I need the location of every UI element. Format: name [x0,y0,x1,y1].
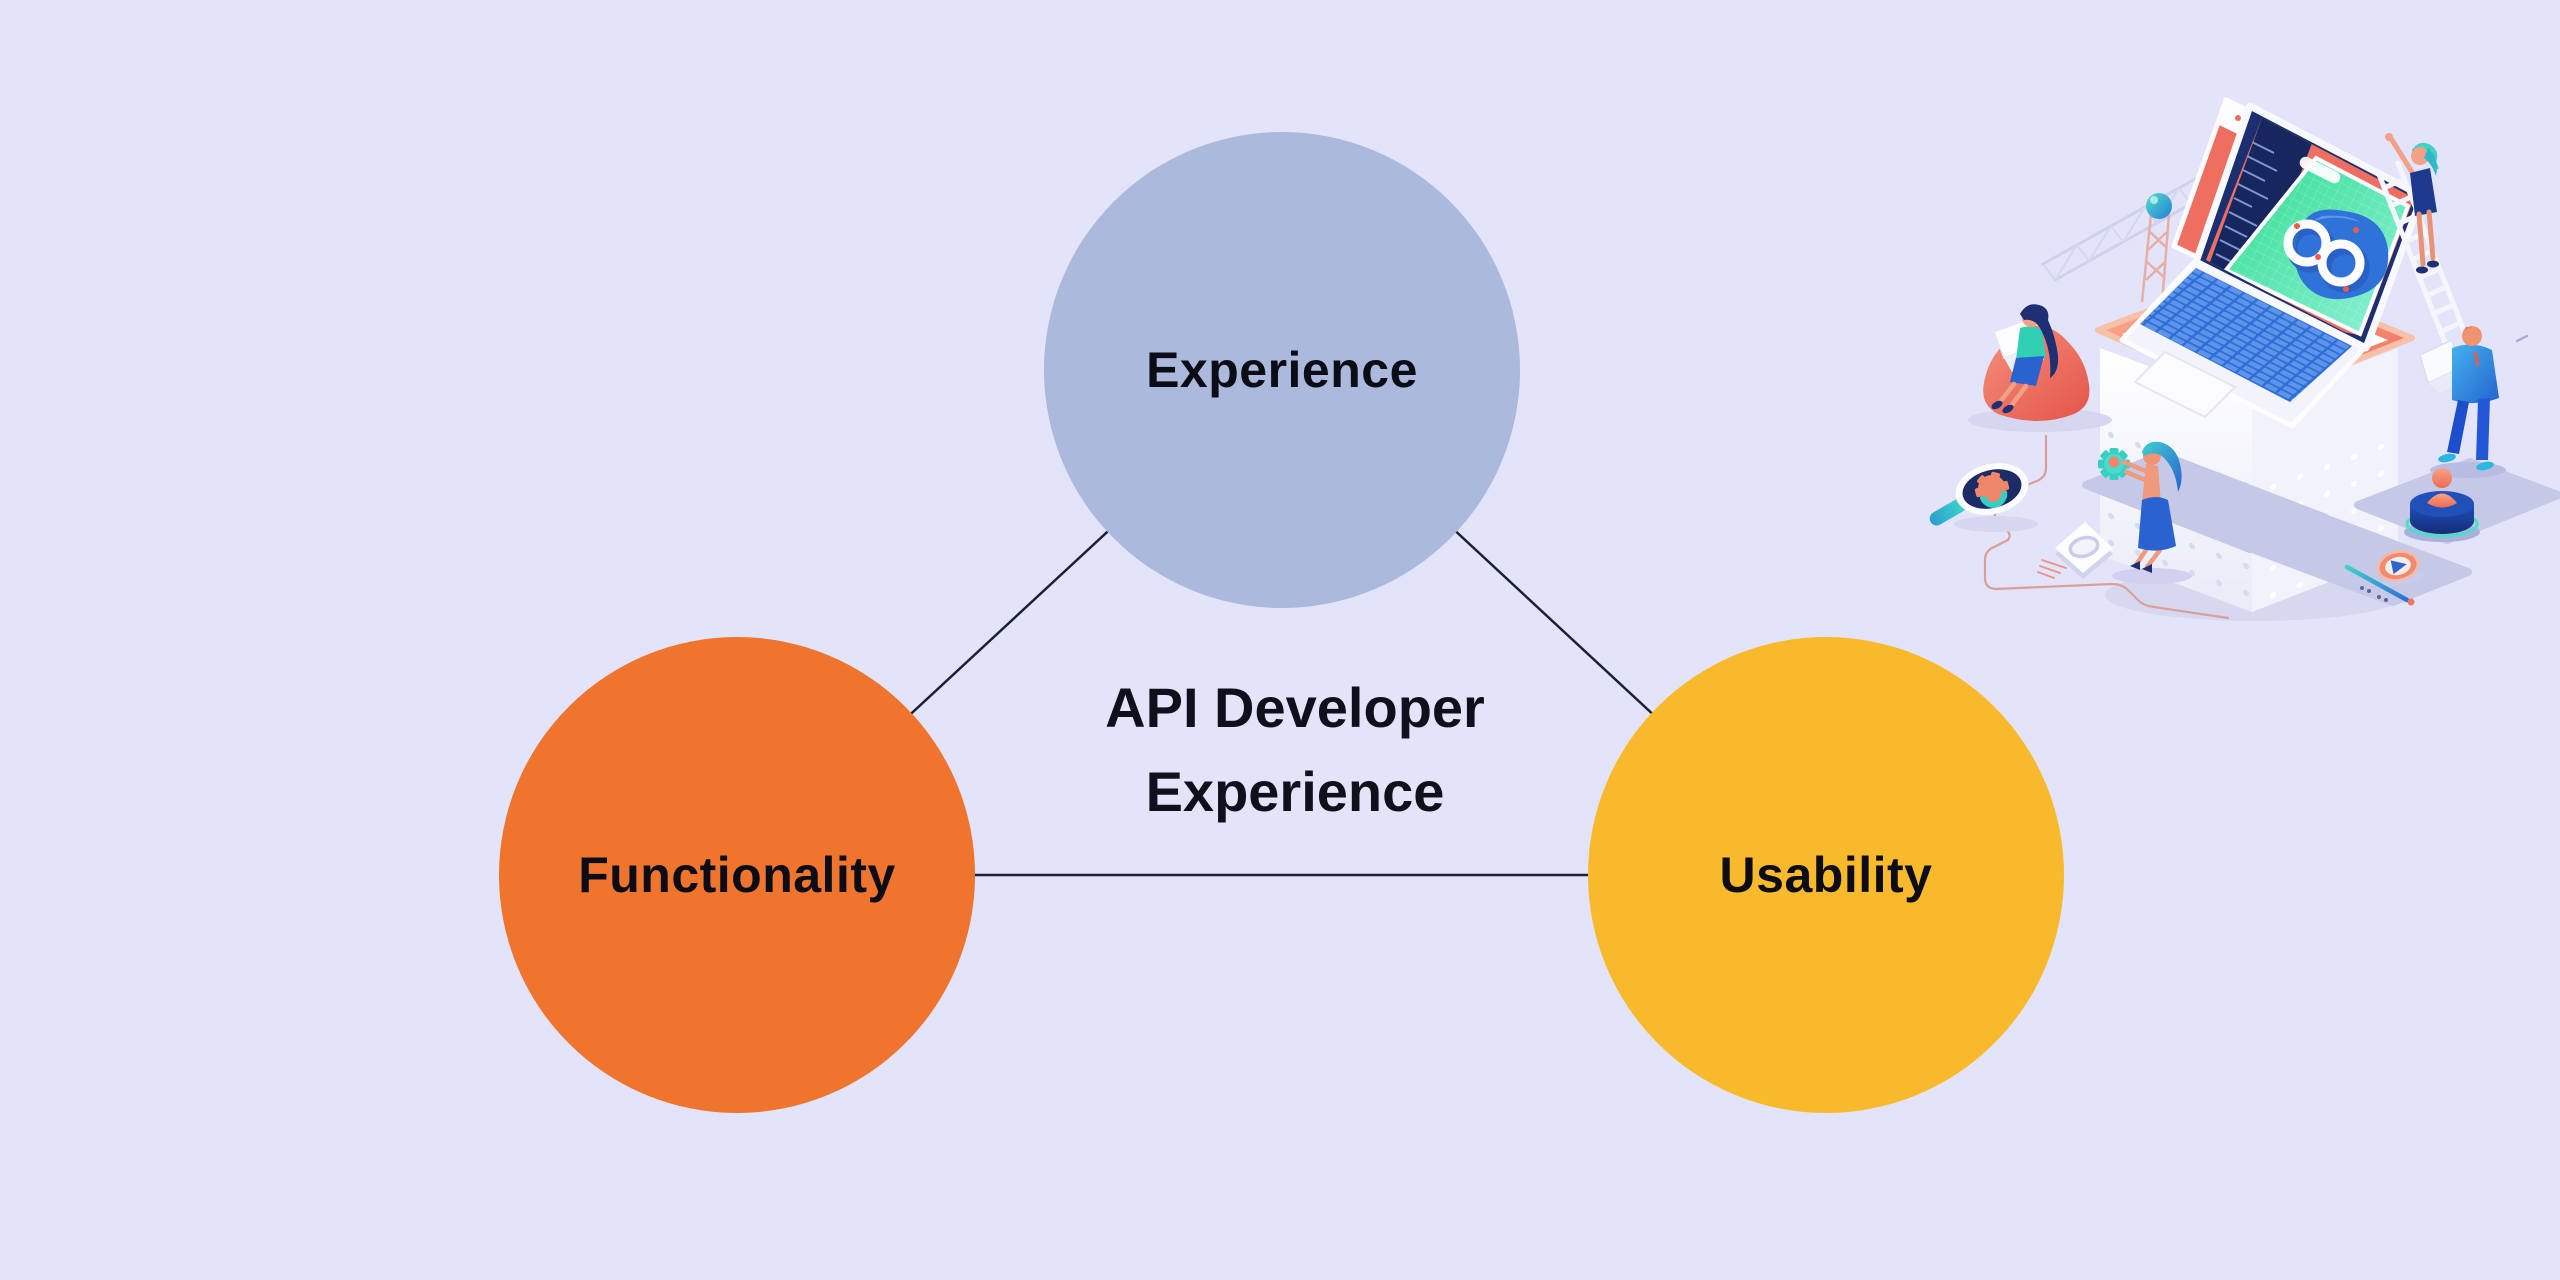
crane-ball [2146,193,2172,219]
node-experience: Experience [1044,132,1520,608]
woman-holding-gear [2098,441,2192,584]
woman-on-ladder [2385,133,2439,274]
diagram-title-line2: Experience [1145,760,1445,823]
pencil-icon [2344,564,2415,606]
api-development-illustration [1929,97,2560,621]
laptop-icon [2119,102,2426,429]
laptop-keyboard [2119,255,2371,429]
diagram-title-line1: API Developer [1105,676,1485,739]
search-pill-icon [2299,156,2341,184]
sidebar-menu-lines [2215,141,2278,264]
trackpad [2133,350,2237,419]
diagram-title: API Developer Experience [1105,666,1485,834]
user-button-icon [2404,468,2480,542]
node-usability: Usability [1588,637,2064,1113]
play-coin-icon [2376,550,2425,586]
node-functionality-label: Functionality [578,847,896,903]
sparkle-tick [2515,334,2529,343]
man-with-laptop [2419,326,2499,471]
woman-on-beanbag [1968,304,2112,432]
node-experience-label: Experience [1146,342,1418,398]
node-functionality: Functionality [499,637,975,1113]
devops-infinity-icon [2283,209,2389,300]
magnifier-gear-icon [1929,463,2038,532]
document-tile-icon [2037,522,2113,579]
node-usability-label: Usability [1719,847,1933,903]
